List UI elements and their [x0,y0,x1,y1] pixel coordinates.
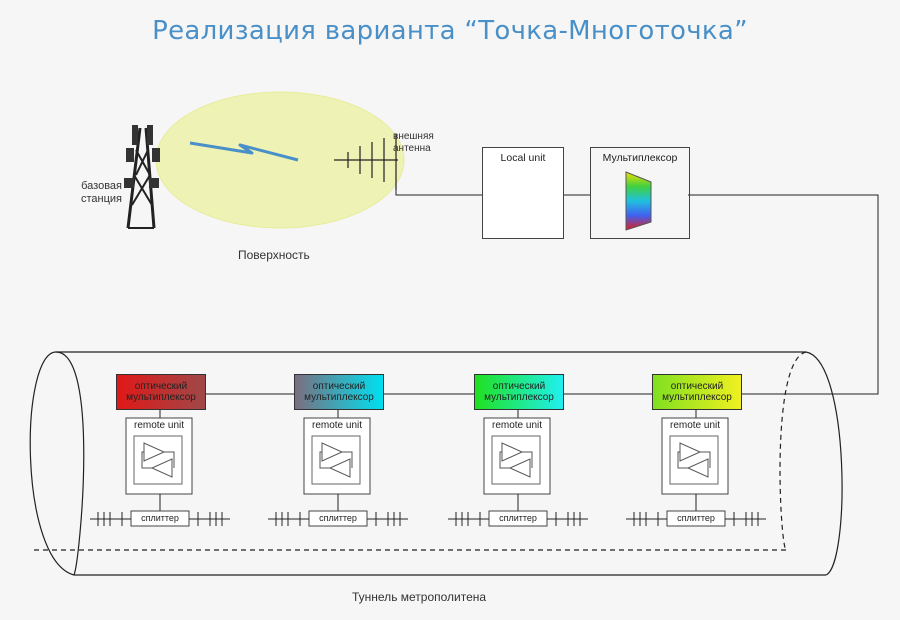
remote-unit-label: remote unit [133,420,185,431]
optical-multiplexer-label: оптический [312,381,366,392]
local-unit-label: Local unit [500,152,546,164]
splitter-label: сплиттер [499,513,537,523]
amplifier-wire [677,451,688,469]
tunnel-nodes-graphics [90,409,766,527]
surface-label: Поверхность [238,248,310,262]
amplifier-wire [499,451,510,469]
page-title: Реализация варианта “Точка-Многоточка” [152,16,748,46]
antenna-to-local-unit-line [395,190,482,196]
mux-to-tunnel-line [688,194,879,395]
external-antenna-label: внешняя антенна [393,131,434,154]
amplifier-icon [133,435,183,485]
amplifier-icon [491,435,541,485]
optical-multiplexer-label: мультиплексор [126,392,196,403]
splitter-label: сплиттер [141,513,179,523]
optical-multiplexer-label: мультиплексор [484,392,554,403]
downlink-amplifier-icon [686,458,709,478]
base-station-label: базовая станция [80,180,122,205]
tunnel-outline [29,351,843,576]
remote-unit-label: remote unit [491,420,543,431]
amplifier-icon [311,435,361,485]
optical-multiplexer-label: мультиплексор [662,392,732,403]
optical-multiplexer-label: оптический [670,381,724,392]
multiplexer-label: Мультиплексор [602,152,678,164]
amplifier-wire [342,451,353,468]
amplifier-wire [522,451,533,468]
amplifier-wire [700,451,711,468]
optical-multiplexer-label: мультиплексор [304,392,374,403]
amplifier-wire [141,451,152,469]
multiplexer-spectrum-icon [625,171,652,231]
splitter-label: сплиттер [677,513,715,523]
amplifier-icon [669,435,719,485]
downlink-amplifier-icon [150,458,173,478]
downlink-amplifier-icon [328,458,351,478]
optical-multiplexer-label: оптический [134,381,188,392]
external-antenna-icon [334,134,398,190]
amplifier-wire [319,451,330,469]
local-unit-box[interactable]: Local unit [482,147,564,239]
tunnel-label: Туннель метрополитена [352,590,487,604]
downlink-amplifier-icon [508,458,531,478]
remote-unit-label: remote unit [669,420,721,431]
optical-multiplexer-label: оптический [492,381,546,392]
radio-link-icon [189,141,299,162]
splitter-label: сплиттер [319,513,357,523]
multiplexer-box[interactable]: Мультиплексор [590,147,690,239]
remote-unit-label: remote unit [311,420,363,431]
amplifier-wire [164,451,175,468]
base-station-tower-icon [124,125,160,229]
